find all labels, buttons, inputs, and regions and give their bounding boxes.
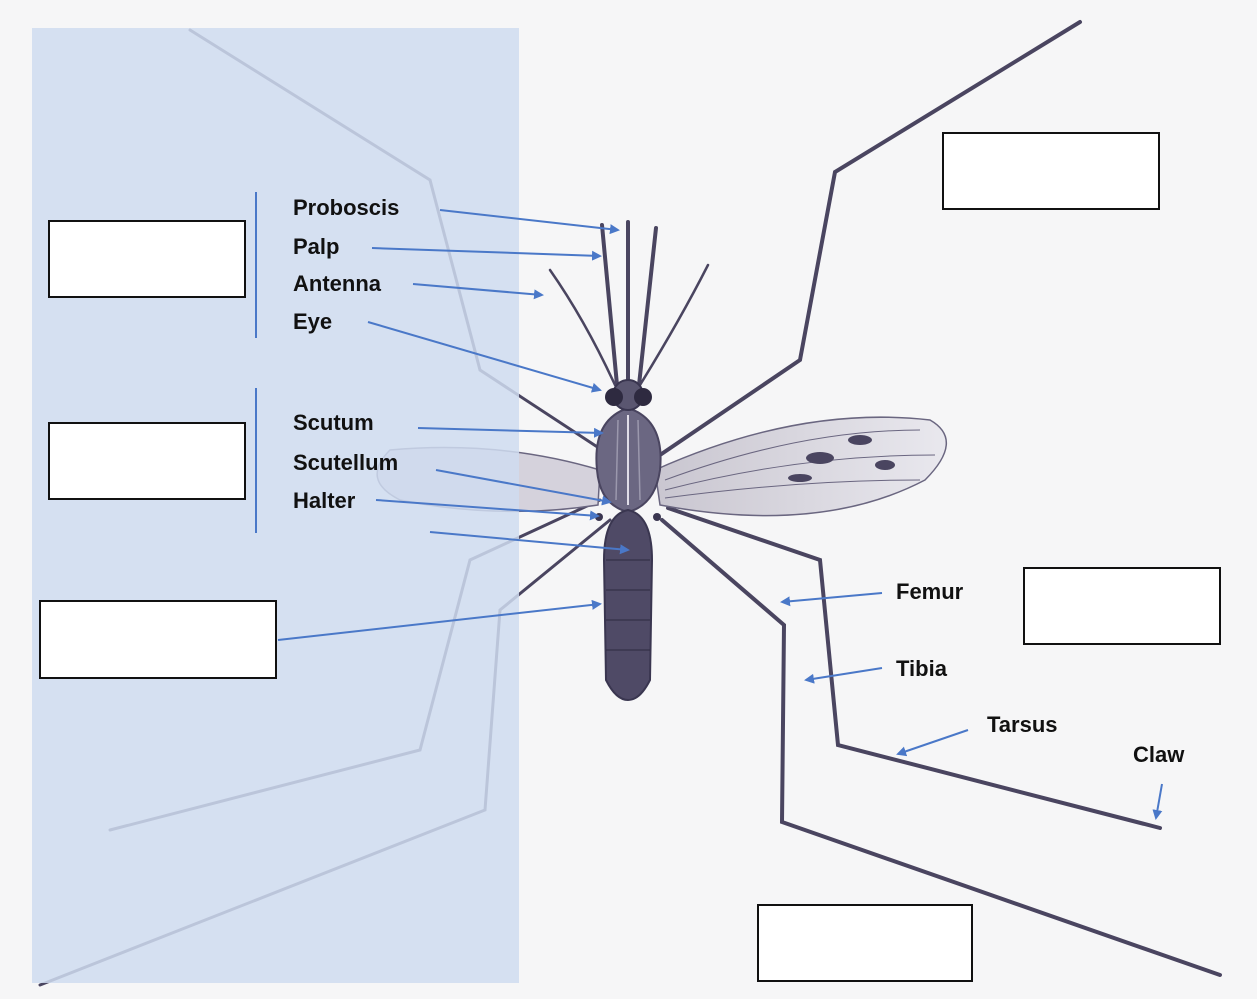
- label-scutellum: Scutellum: [293, 452, 398, 474]
- claw-arrow: [1156, 784, 1162, 818]
- label-halter: Halter: [293, 490, 355, 512]
- label-antenna: Antenna: [293, 273, 381, 295]
- answer-box-bottom[interactable]: [757, 904, 973, 982]
- label-tibia: Tibia: [896, 658, 947, 680]
- tibia-arrow: [806, 668, 882, 680]
- front-right-leg: [660, 22, 1080, 455]
- answer-box-top-right[interactable]: [942, 132, 1160, 210]
- right-wing: [655, 417, 946, 515]
- head-appendages: [550, 222, 708, 385]
- label-palp: Palp: [293, 236, 339, 258]
- right-halter: [653, 513, 661, 521]
- label-femur: Femur: [896, 581, 963, 603]
- label-tarsus: Tarsus: [987, 714, 1058, 736]
- left-antenna: [550, 270, 615, 385]
- label-scutum: Scutum: [293, 412, 374, 434]
- femur-arrow: [782, 593, 882, 602]
- insect-body: [595, 380, 661, 700]
- label-proboscis: Proboscis: [293, 197, 399, 219]
- label-claw: Claw: [1133, 744, 1184, 766]
- answer-box-thorax[interactable]: [48, 422, 246, 500]
- abdomen: [604, 510, 652, 700]
- answer-box-head[interactable]: [48, 220, 246, 298]
- tarsus-arrow: [898, 730, 968, 754]
- answer-box-leg[interactable]: [1023, 567, 1221, 645]
- answer-box-abdomen[interactable]: [39, 600, 277, 679]
- left-halter: [595, 513, 603, 521]
- left-eye: [605, 388, 623, 406]
- right-eye: [634, 388, 652, 406]
- label-eye: Eye: [293, 311, 332, 333]
